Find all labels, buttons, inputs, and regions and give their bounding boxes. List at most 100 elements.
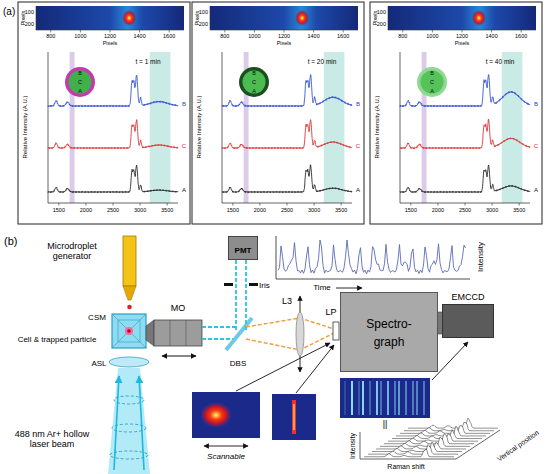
ccd-spot	[472, 10, 486, 26]
part-name: Iris	[259, 281, 270, 290]
axis-title: Vertical position	[496, 429, 540, 463]
waterfall-fill	[372, 442, 462, 452]
text-wrap: Spectro-graph	[358, 314, 420, 349]
time-label: t = 1 min	[135, 58, 160, 65]
label-wrap: 1000	[74, 33, 86, 39]
label-wrap: 200	[199, 21, 208, 27]
waterfall-spectrum	[376, 442, 466, 449]
tick-mark	[465, 203, 466, 206]
trap-cube	[112, 314, 146, 348]
curve-letter: A	[182, 187, 186, 193]
cell-image	[417, 67, 447, 97]
motion-arrow	[162, 356, 196, 357]
axis-title: Raman shift	[387, 463, 424, 470]
raman-beam	[246, 318, 334, 329]
label-wrap: 1200	[278, 33, 290, 39]
label-wrap: Pixels	[193, 11, 199, 26]
tick-label: 2500	[107, 207, 119, 213]
spectrum-panel	[370, 2, 542, 224]
objective-body	[186, 320, 187, 346]
inset-letter: B	[430, 70, 434, 76]
part-name: MO	[171, 303, 186, 313]
tick-mark	[437, 203, 438, 206]
tick-label: 2500	[281, 207, 293, 213]
label-wrap: t = 1 min	[135, 58, 160, 65]
tick-label: 1200	[278, 33, 290, 39]
waterfall-spectrum	[364, 449, 454, 457]
spectral-line	[423, 381, 425, 415]
waterfall-fill	[384, 434, 474, 444]
tick-mark	[521, 30, 522, 33]
label-wrap: 200	[377, 21, 386, 27]
label-wrap: Time	[313, 284, 330, 293]
label-wrap: B	[182, 101, 186, 108]
tick-label: 200	[377, 21, 386, 27]
part-name: LP	[325, 307, 336, 317]
slit-line	[293, 404, 294, 430]
label-wrap: 100	[377, 9, 386, 15]
laser-beam	[108, 368, 150, 474]
axis-title: Intensity	[476, 242, 485, 272]
part-name: L3	[282, 296, 292, 306]
beam-profile	[114, 396, 144, 404]
curve-letter: B	[356, 101, 360, 107]
detection-beam	[245, 257, 247, 330]
scan-arrow	[204, 446, 248, 447]
spectrum-panel	[18, 2, 190, 224]
tick-label: 2000	[254, 207, 266, 213]
label-wrap: C	[356, 143, 360, 150]
spectral-line	[398, 381, 400, 415]
label-wrap: 100	[25, 9, 34, 15]
tick-label: 200	[25, 21, 34, 27]
part-name: DBS	[230, 359, 246, 368]
tick-mark	[254, 30, 255, 33]
spectral-line	[376, 381, 378, 415]
waterfall-fill	[396, 426, 486, 436]
axis-line	[36, 6, 37, 30]
label-wrap: 2000	[254, 207, 266, 213]
beam-arrow	[114, 376, 119, 470]
axis-title: Pixels	[277, 40, 292, 46]
objective-tip	[146, 320, 154, 346]
label-wrap: 1500	[227, 207, 239, 213]
tick-mark	[80, 30, 81, 33]
tick-label: 3500	[161, 207, 173, 213]
waterfall-spectrum	[404, 422, 494, 431]
trapped-cell	[125, 327, 133, 335]
spectral-line	[412, 381, 414, 415]
label-wrap: CSM	[88, 314, 106, 323]
tick-label: 1200	[456, 33, 468, 39]
ccd-strip	[388, 6, 536, 30]
curve-letter: C	[182, 143, 186, 149]
label-wrap: B	[430, 70, 434, 76]
label-wrap: Iris	[259, 282, 270, 291]
label-wrap: B	[356, 101, 360, 108]
spectral-line	[381, 381, 382, 415]
detector-box: PMT	[228, 236, 258, 260]
note: Scannable	[207, 452, 245, 461]
lens-symbol	[296, 312, 304, 356]
tick-mark	[343, 30, 344, 33]
trace-axes	[276, 236, 470, 279]
label-wrap: Cell & trapped particle	[18, 336, 97, 345]
label-wrap: C	[430, 79, 434, 85]
spectrograph-box: Spectro-graph	[340, 292, 438, 372]
curve-letter: B	[182, 101, 186, 107]
axis-line	[388, 6, 389, 30]
curve-letter: A	[534, 187, 538, 193]
label-wrap: 1500	[405, 207, 417, 213]
tick-label: 100	[377, 9, 386, 15]
tick-label: 800	[220, 33, 229, 39]
label-wrap: B	[78, 70, 82, 76]
highlight-band	[324, 52, 345, 203]
heatmap-image	[192, 392, 260, 438]
equivalence-sign: ||	[383, 419, 388, 429]
label-wrap: 2000	[432, 207, 444, 213]
inset-letter: A	[252, 88, 256, 94]
cell-image	[243, 71, 266, 94]
ccd-spot	[122, 10, 136, 26]
image-arrow	[236, 343, 330, 391]
axis-line	[360, 432, 361, 459]
label-wrap: 100	[199, 9, 208, 15]
